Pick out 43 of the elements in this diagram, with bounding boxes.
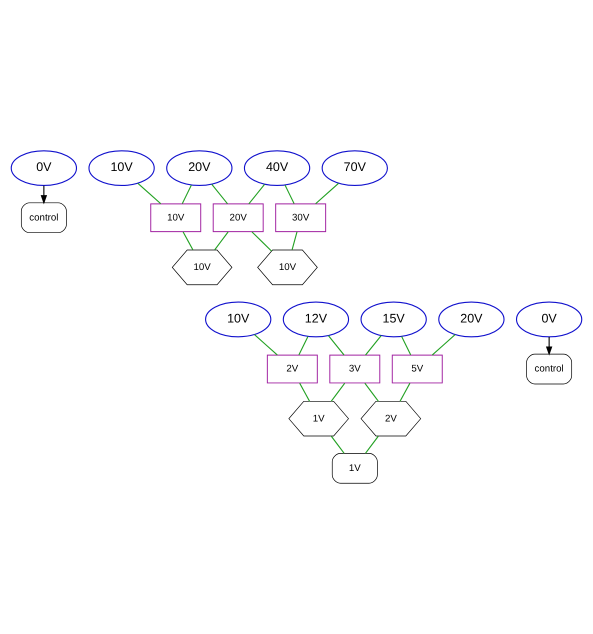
connector xyxy=(252,231,272,252)
connector xyxy=(137,182,162,204)
connector xyxy=(298,336,308,356)
node-box: 10V xyxy=(150,203,202,232)
connector xyxy=(214,232,229,250)
connector xyxy=(364,382,379,402)
node-ellipse: 20V xyxy=(438,302,505,338)
connector xyxy=(248,184,265,204)
connector xyxy=(182,232,194,250)
connector xyxy=(211,184,228,204)
arrow xyxy=(546,337,552,356)
node-box: 3V xyxy=(329,354,380,384)
node-box: control xyxy=(526,354,572,384)
node-box: 2V xyxy=(266,354,318,384)
node-ellipse: 40V xyxy=(244,150,310,186)
connector xyxy=(401,336,412,356)
connector xyxy=(365,436,379,454)
connector xyxy=(432,334,456,356)
node-ellipse: 10V xyxy=(205,302,272,338)
connector xyxy=(330,436,344,454)
node-ellipse: 0V xyxy=(516,302,582,338)
node-ellipse: 70V xyxy=(322,150,388,186)
connector xyxy=(182,184,192,204)
node-ellipse: 12V xyxy=(282,302,350,338)
arrow xyxy=(40,186,48,204)
node-box: 20V xyxy=(212,203,264,232)
node-box: 5V xyxy=(392,354,443,384)
node-box: control xyxy=(20,202,67,234)
node-ellipse: 0V xyxy=(10,150,78,186)
connector xyxy=(365,335,382,356)
connector xyxy=(315,182,339,204)
connector xyxy=(292,232,298,250)
node-ellipse: 10V xyxy=(88,150,155,186)
node-ellipse: 20V xyxy=(166,150,233,186)
node-ellipse: 15V xyxy=(360,302,427,338)
connector xyxy=(299,382,310,402)
connector xyxy=(284,184,295,204)
connector xyxy=(254,334,278,356)
connector xyxy=(400,382,410,402)
connector xyxy=(328,335,345,356)
node-box: 30V xyxy=(275,203,326,232)
node-box: 1V xyxy=(332,453,378,484)
connector xyxy=(330,382,346,402)
